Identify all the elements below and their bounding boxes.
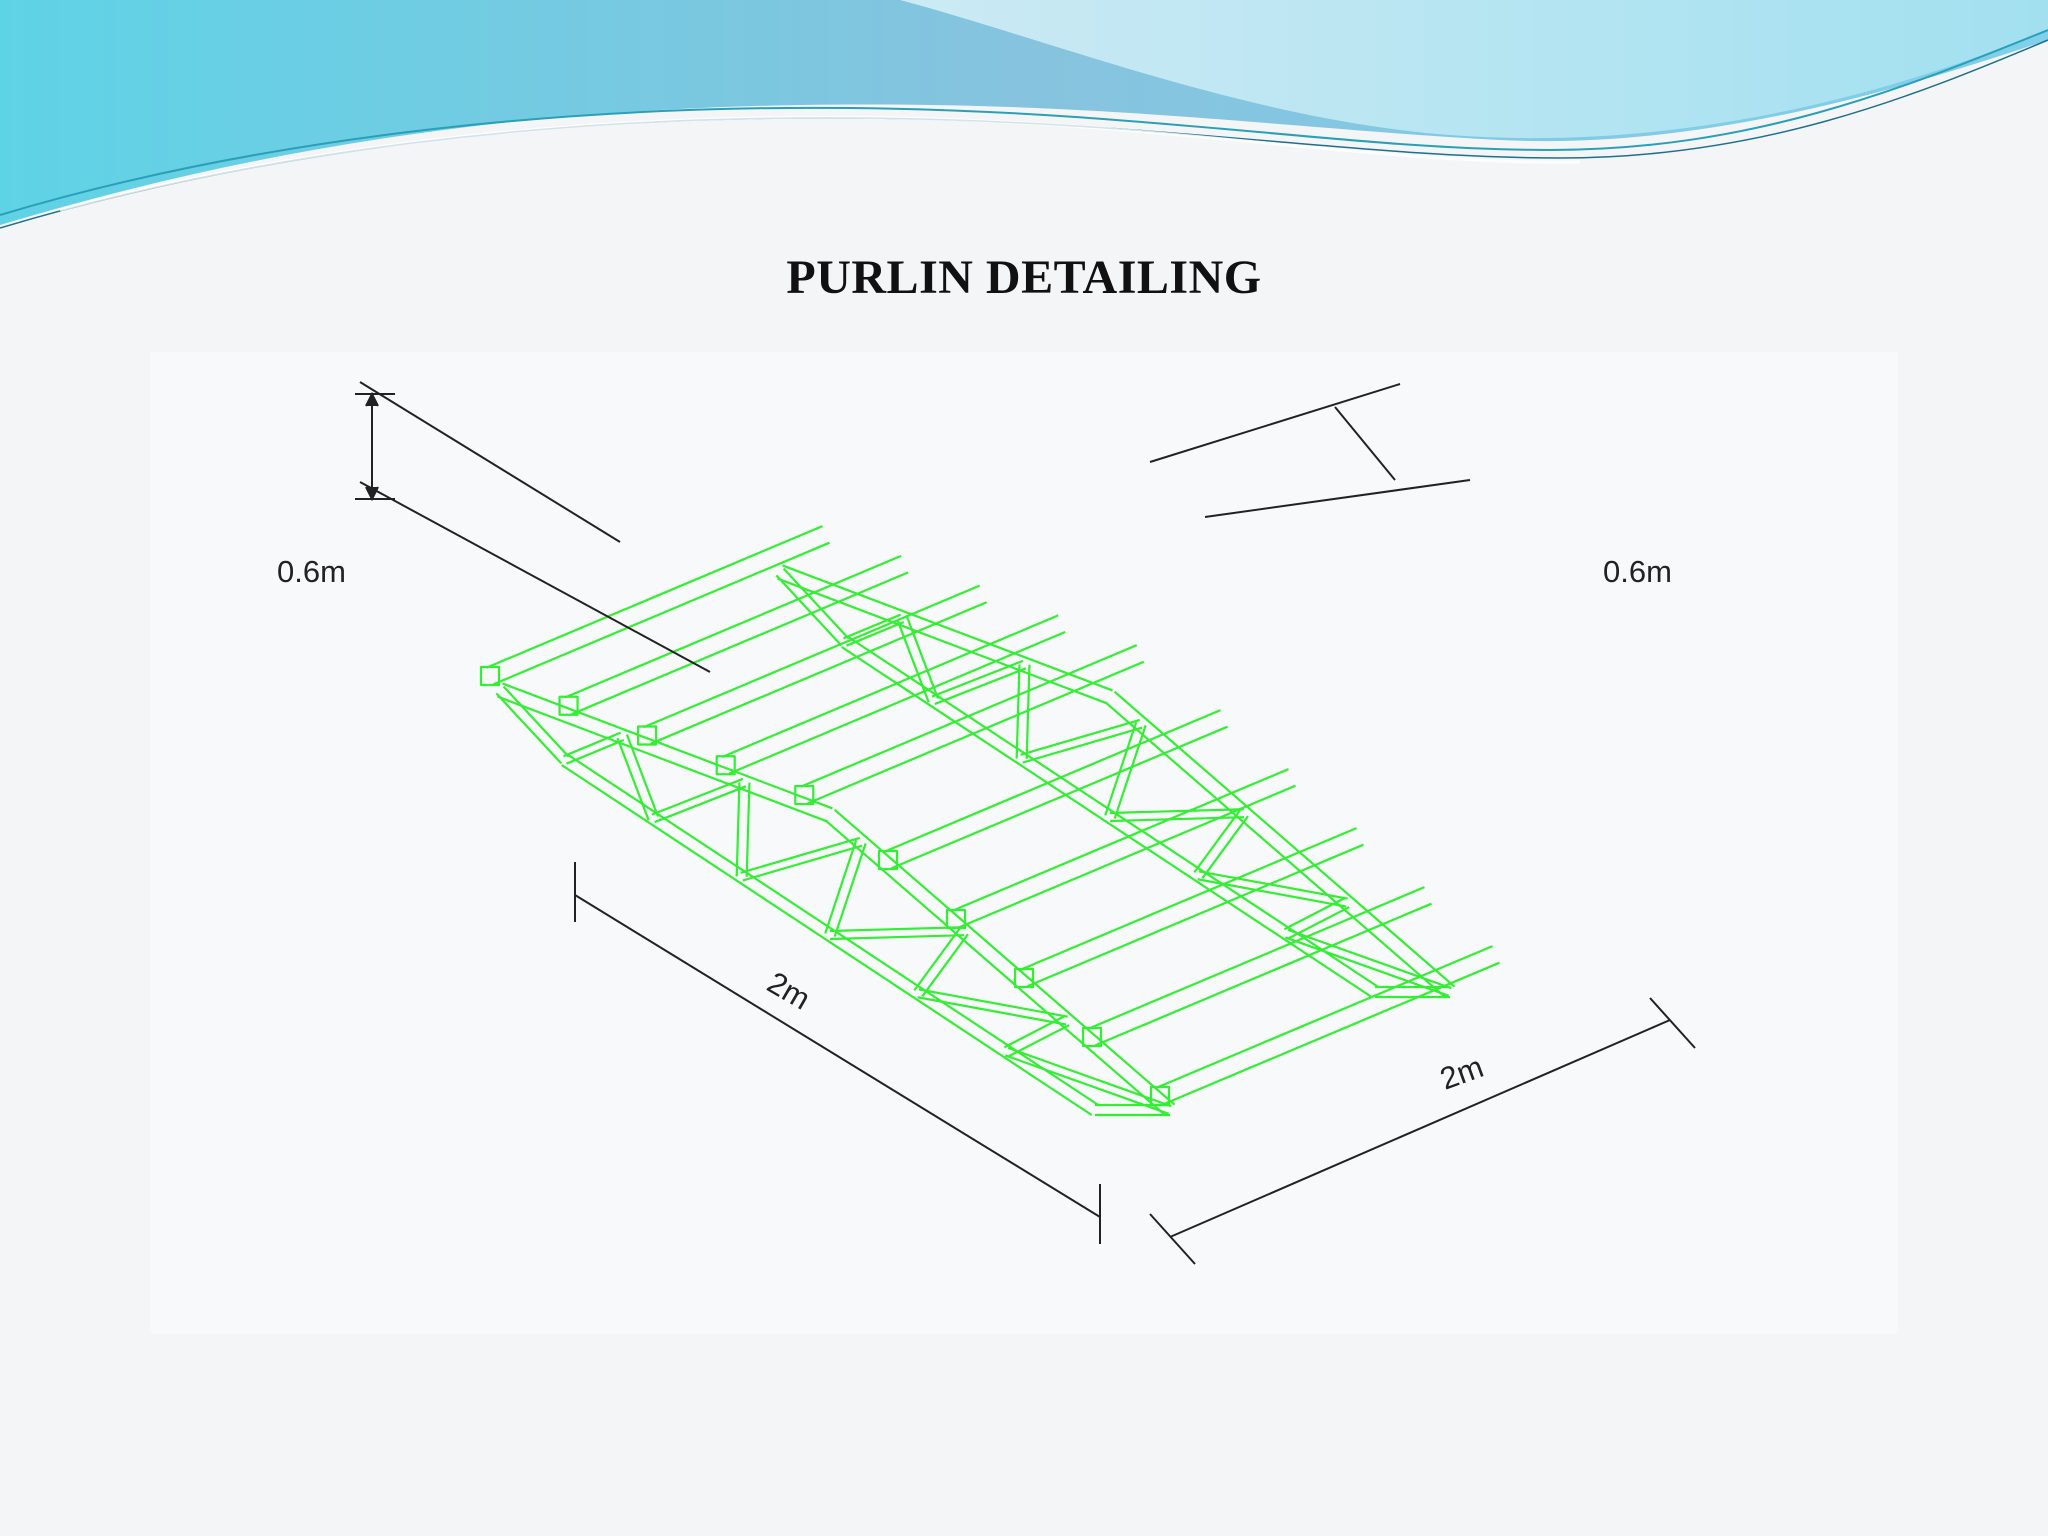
web-vertical [913, 927, 969, 997]
web-vertical [1375, 985, 1450, 999]
purlin [952, 768, 1296, 929]
dimension-lines [355, 381, 1696, 1265]
truss-back [775, 564, 1456, 999]
web-vertical [495, 685, 570, 765]
purlin-isometric-drawing: 0.6m 0.6m 2m 2m [277, 381, 1696, 1265]
dimension-label-left-height: 0.6m [277, 554, 346, 589]
purlin-end [1149, 1085, 1171, 1107]
web-diagonal [740, 836, 863, 882]
dim-truss-length [574, 894, 1101, 1218]
purlin [800, 644, 1145, 805]
steel-frame [479, 525, 1500, 1117]
purlin-end [479, 665, 501, 687]
purlin [884, 709, 1228, 870]
dimension-label-right-spacing: 0.6m [1603, 554, 1672, 589]
top-chord [824, 808, 1176, 1117]
purlin [1088, 886, 1432, 1047]
dimension-label-truss-length: 2m [762, 965, 817, 1017]
slide-title: PURLIN DETAILING [786, 251, 1262, 304]
purlin-end [715, 755, 736, 776]
purlin-end [558, 695, 579, 716]
header-wave [0, 0, 2048, 229]
web-vertical [1193, 809, 1249, 879]
purlin [721, 614, 1066, 775]
purlin [643, 584, 988, 745]
web-diagonal [843, 613, 905, 647]
dim-right-spacing [1149, 383, 1401, 463]
web-vertical [735, 782, 751, 877]
web-diagonal [931, 659, 1027, 706]
top-chord [497, 682, 833, 823]
purlin-end [877, 849, 899, 871]
top-chord [777, 564, 1113, 705]
purlin-end [637, 725, 658, 746]
web-vertical [1104, 721, 1147, 819]
purlin [1156, 945, 1500, 1106]
top-chord [1104, 690, 1456, 999]
purlin-end [945, 908, 967, 930]
web-diagonal [651, 777, 747, 824]
purlin-end [1013, 967, 1035, 989]
dim-purlin-length [1169, 1019, 1671, 1238]
truss-front [495, 682, 1176, 1117]
web-vertical [824, 839, 867, 937]
web-vertical [896, 616, 940, 703]
web-diagonal [1197, 870, 1348, 908]
purlin [486, 525, 830, 686]
purlin-end [794, 784, 815, 806]
web-vertical [775, 567, 850, 647]
web-diagonal [1020, 718, 1143, 764]
web-diagonal [917, 988, 1068, 1026]
web-vertical [1015, 664, 1031, 759]
web-diagonal [563, 731, 625, 765]
web-diagonal [829, 926, 965, 941]
web-vertical [616, 734, 660, 821]
purlin-end [1081, 1026, 1103, 1048]
purlin [564, 554, 909, 716]
dimension-label-purlin-length: 2m [1435, 1049, 1487, 1097]
purlin-drawing-panel: 0.6m 0.6m 2m 2m [150, 352, 1898, 1334]
purlin [1020, 827, 1364, 988]
purlins [479, 525, 1500, 1107]
